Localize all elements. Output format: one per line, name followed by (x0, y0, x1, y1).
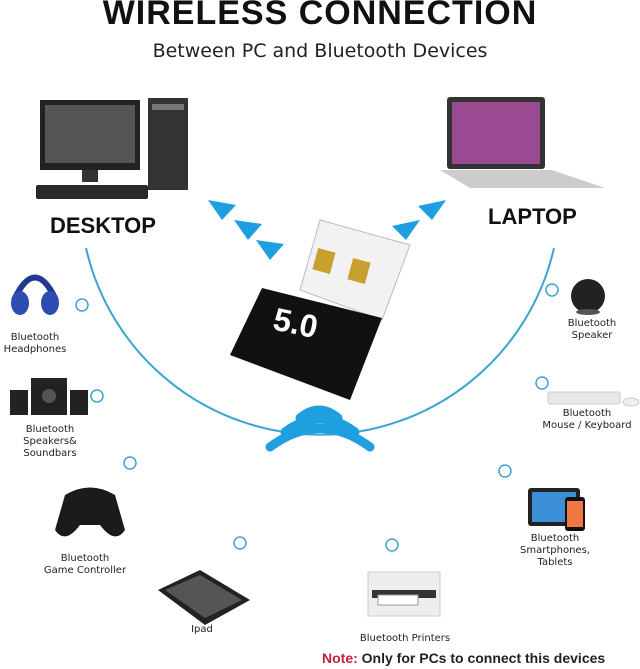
note: Note: Only for PCs to connect this devic… (322, 650, 605, 666)
tablets-image (528, 488, 585, 531)
page-title: WIRELESS CONNECTION (102, 0, 538, 32)
arrow-icon (208, 200, 236, 220)
label-line: Mouse / Keyboard (542, 420, 632, 431)
arc-node (498, 464, 512, 478)
speakers-label: Bluetooth Speakers&Soundbars (0, 424, 100, 460)
signal-arrows (208, 200, 446, 260)
label-line: Speaker (571, 330, 613, 341)
arc-node (535, 376, 549, 390)
arc-node (90, 389, 104, 403)
label-line: Game Controller (43, 565, 127, 576)
label-line: Headphones (3, 344, 67, 355)
arc-node (385, 538, 399, 552)
label-line: Soundbars (23, 448, 77, 459)
desktop-label: DESKTOP (50, 213, 156, 238)
ipad-image (158, 570, 250, 625)
arrow-icon (256, 240, 284, 260)
keyboard-mouse-image (547, 391, 640, 407)
wireless-waves-icon (265, 405, 375, 452)
label-line: Bluetooth Speakers& (23, 424, 77, 447)
desktop-image (36, 98, 188, 199)
page-subtitle: Between PC and Bluetooth Devices (152, 40, 488, 62)
arc-node (75, 298, 89, 312)
laptop-label: LAPTOP (488, 204, 577, 229)
note-prefix: Note: (322, 650, 358, 666)
arc-nodes (75, 283, 559, 552)
arrow-icon (418, 200, 446, 220)
speakers-image (10, 378, 88, 415)
note-text: Only for PCs to connect this devices (361, 650, 606, 666)
speaker-ball-image (571, 279, 605, 315)
label-line: Smartphones, (520, 545, 590, 556)
arc-node (123, 456, 137, 470)
headphones-image (11, 274, 59, 315)
label-line: Bluetooth (10, 332, 60, 343)
arc-node (233, 536, 247, 550)
label-line: Bluetooth (530, 533, 580, 544)
arc-node (545, 283, 559, 297)
game-controller-image (55, 487, 125, 537)
ipad-label: Ipad (191, 624, 213, 635)
printers-label: Bluetooth Printers (359, 633, 451, 644)
printer-image (367, 571, 441, 617)
label-line: Tablets (537, 557, 573, 568)
arrow-icon (392, 220, 420, 240)
label-line: Bluetooth (60, 553, 110, 564)
laptop-image (440, 97, 605, 188)
usb-dongle-image: 5.0 (230, 219, 411, 400)
label-line: Bluetooth (562, 408, 612, 419)
arrow-icon (234, 220, 262, 240)
connection-arc (85, 247, 555, 436)
label-line: Bluetooth (567, 318, 617, 329)
